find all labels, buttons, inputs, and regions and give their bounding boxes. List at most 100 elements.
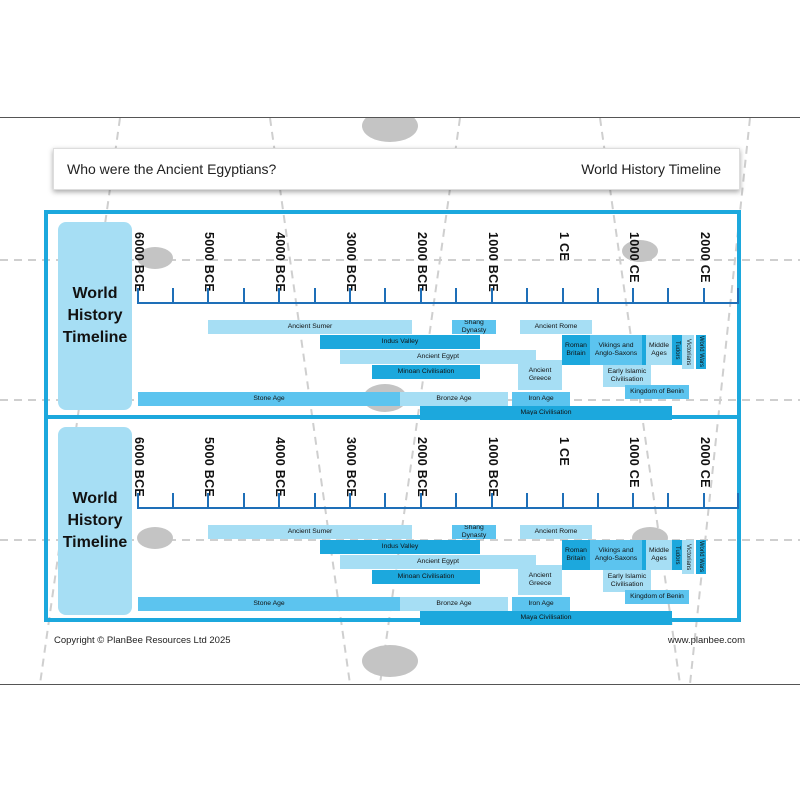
event-bar: Shang Dynasty — [452, 525, 496, 539]
event-bar: Ancient Rome — [520, 320, 592, 334]
event-bar: Indus Valley — [320, 335, 480, 349]
timeline-axis — [138, 507, 738, 509]
axis-tick — [314, 493, 316, 509]
axis-tick — [384, 288, 386, 304]
tick-label: 4000 BCE — [273, 437, 287, 498]
axis-tick — [703, 493, 705, 509]
event-bar: Middle Ages — [646, 540, 672, 570]
event-bar: Ancient Sumer — [208, 525, 412, 539]
axis-tick — [172, 493, 174, 509]
event-bar: Maya Civilisation — [420, 611, 672, 625]
axis-tick — [314, 288, 316, 304]
tick-label: 5000 BCE — [202, 437, 216, 498]
axis-tick — [420, 493, 422, 509]
tick-label: 1000 CE — [627, 437, 641, 488]
event-bar: Bronze Age — [400, 597, 508, 611]
axis-tick — [243, 493, 245, 509]
event-bar: Middle Ages — [646, 335, 672, 365]
tick-label: 1000 BCE — [486, 232, 500, 293]
side-label: World History Timeline — [58, 222, 132, 410]
tick-label: 1 CE — [557, 437, 571, 466]
event-bar: Indus Valley — [320, 540, 480, 554]
event-bar: Stone Age — [138, 597, 400, 611]
axis-tick — [349, 493, 351, 509]
event-bar: Early Islamic Civilisation — [603, 365, 651, 387]
tick-label: 3000 BCE — [344, 232, 358, 293]
axis-tick — [597, 493, 599, 509]
axis-tick — [597, 288, 599, 304]
tick-label: 5000 BCE — [202, 232, 216, 293]
event-bar: Shang Dynasty — [452, 320, 496, 334]
axis-tick — [278, 493, 280, 509]
axis-tick — [243, 288, 245, 304]
event-bar: Ancient Egypt — [340, 555, 536, 569]
axis-tick — [562, 493, 564, 509]
axis-tick — [632, 288, 634, 304]
event-bar: Tudors — [672, 335, 682, 365]
tick-label: 1000 CE — [627, 232, 641, 283]
tick-label: 3000 BCE — [344, 437, 358, 498]
event-bar: Roman Britain — [562, 540, 590, 570]
tick-label: 2000 BCE — [415, 232, 429, 293]
event-bar: Ancient Rome — [520, 525, 592, 539]
axis-tick — [207, 288, 209, 304]
axis-tick — [562, 288, 564, 304]
worksheet-title: World History Timeline — [581, 161, 721, 177]
copyright-notice: Copyright © PlanBee Resources Ltd 2025 — [54, 635, 231, 646]
axis-tick — [349, 288, 351, 304]
axis-tick — [137, 493, 139, 509]
axis-tick — [207, 493, 209, 509]
panel-divider — [48, 415, 737, 419]
event-bar: Victorians — [682, 335, 694, 369]
axis-tick — [703, 288, 705, 304]
axis-tick — [137, 288, 139, 304]
website-link[interactable]: www.planbee.com — [667, 635, 745, 646]
event-bar: World Wars — [696, 540, 706, 574]
worksheet-header: Who were the Ancient Egyptians? World Hi… — [53, 148, 740, 190]
event-bar: Kingdom of Benin — [625, 590, 689, 604]
axis-tick — [667, 493, 669, 509]
event-bar: Early Islamic Civilisation — [603, 570, 651, 592]
axis-tick — [737, 288, 739, 304]
worksheet-page: Who were the Ancient Egyptians? World Hi… — [0, 117, 800, 685]
tick-label: 1 CE — [557, 232, 571, 261]
event-bar: Stone Age — [138, 392, 400, 406]
tick-label: 2000 CE — [698, 232, 712, 283]
event-bar: Iron Age — [512, 597, 570, 611]
timeline-axis — [138, 302, 738, 304]
event-bar: Tudors — [672, 540, 682, 570]
tick-label: 1000 BCE — [486, 437, 500, 498]
axis-tick — [420, 288, 422, 304]
event-bar: Bronze Age — [400, 392, 508, 406]
axis-tick — [278, 288, 280, 304]
axis-tick — [455, 493, 457, 509]
axis-tick — [491, 288, 493, 304]
lesson-title: Who were the Ancient Egyptians? — [67, 161, 277, 177]
event-bar: Ancient Egypt — [340, 350, 536, 364]
axis-tick — [172, 288, 174, 304]
axis-tick — [667, 288, 669, 304]
axis-tick — [737, 493, 739, 509]
tick-label: 6000 BCE — [132, 232, 146, 293]
tick-label: 2000 CE — [698, 437, 712, 488]
event-bar: Victorians — [682, 540, 694, 574]
event-bar: Vikings and Anglo-Saxons — [590, 335, 642, 365]
axis-tick — [526, 288, 528, 304]
tick-label: 4000 BCE — [273, 232, 287, 293]
event-bar: World Wars — [696, 335, 706, 369]
tick-label: 2000 BCE — [415, 437, 429, 498]
event-bar: Ancient Greece — [518, 565, 562, 595]
axis-tick — [455, 288, 457, 304]
axis-tick — [632, 493, 634, 509]
axis-tick — [384, 493, 386, 509]
event-bar: Ancient Greece — [518, 360, 562, 390]
axis-tick — [526, 493, 528, 509]
event-bar: Kingdom of Benin — [625, 385, 689, 399]
event-bar: Iron Age — [512, 392, 570, 406]
event-bar: Roman Britain — [562, 335, 590, 365]
event-bar: Ancient Sumer — [208, 320, 412, 334]
event-bar: Minoan Civilisation — [372, 365, 480, 379]
